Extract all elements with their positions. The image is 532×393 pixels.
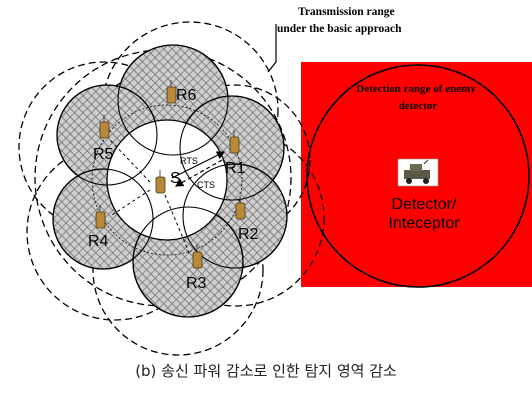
radio-icon-source [155,170,166,194]
detector-label-line1: Detector/ [392,196,457,213]
cts-label: CTS [197,180,215,190]
radio-icons [95,80,246,269]
node-label-r4: R4 [88,233,109,250]
node-label-r2: R2 [238,226,259,243]
detector-vehicle-icon [397,158,439,187]
node-label-r5: R5 [93,146,114,163]
source-label: S [170,170,181,187]
radio-icon-r2 [235,196,246,220]
tx-range-label-line2: under the basic approach [277,23,402,35]
cts-arrow [174,159,223,187]
node-label-r3: R3 [186,275,207,292]
radio-icon-r5 [99,115,110,139]
tx-range-label-line1: Transmission range [298,6,395,18]
detection-label-line2: detector [399,100,438,112]
detector-label-line2: Inteceptor [388,215,460,232]
rts-label: RTS [180,156,198,166]
radio-icon-r4 [95,205,106,229]
tx-range-leader [267,24,277,73]
detection-range-circle [306,64,530,288]
rts-arrow [171,151,226,179]
figure-caption: (b) 송신 파워 감소로 인한 탐지 영역 감소 [135,362,397,380]
radio-icon-r3 [192,245,203,269]
node-label-r1: R1 [225,160,246,177]
detection-label-line1: Detection range of enemy [356,83,476,95]
radio-icon-r1 [229,130,240,154]
node-label-r6: R6 [176,87,197,104]
radio-icon-r6 [166,80,177,104]
